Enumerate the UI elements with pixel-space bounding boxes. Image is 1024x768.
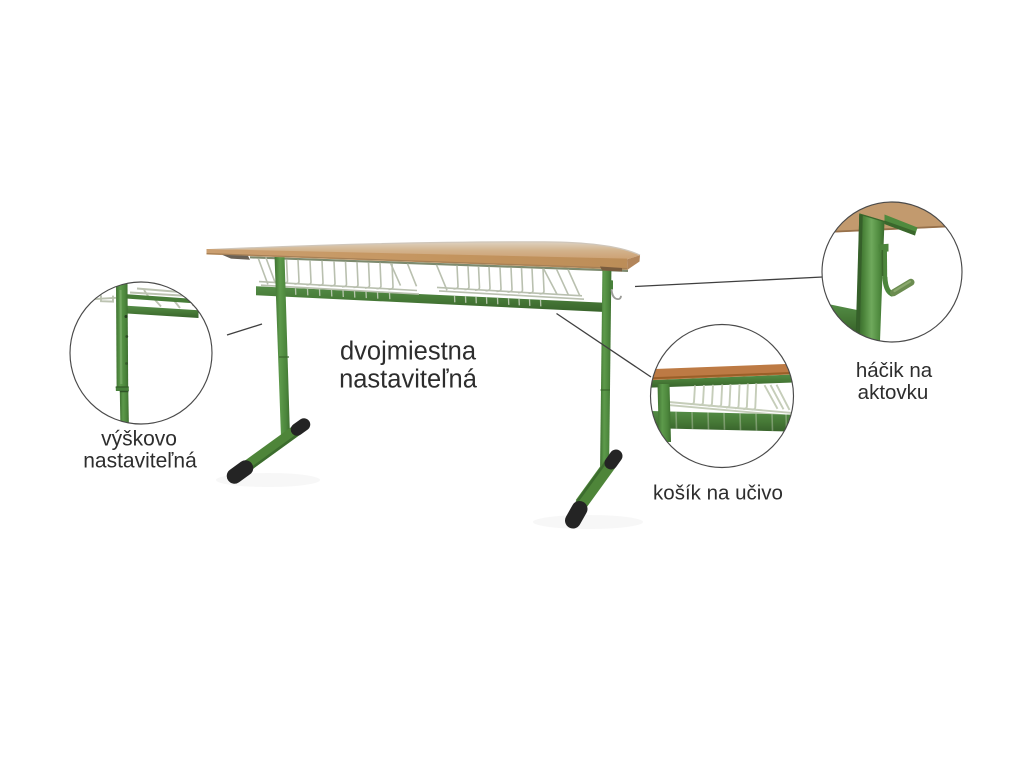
svg-text:háčik na: háčik na — [856, 359, 933, 382]
svg-text:nastaviteľná: nastaviteľná — [83, 450, 197, 473]
svg-text:nastaviteľná: nastaviteľná — [339, 366, 478, 394]
svg-text:dvojmiestna: dvojmiestna — [340, 338, 477, 366]
svg-text:košík na učivo: košík na učivo — [653, 482, 783, 505]
svg-text:aktovku: aktovku — [858, 381, 929, 404]
svg-text:výškovo: výškovo — [101, 428, 177, 451]
